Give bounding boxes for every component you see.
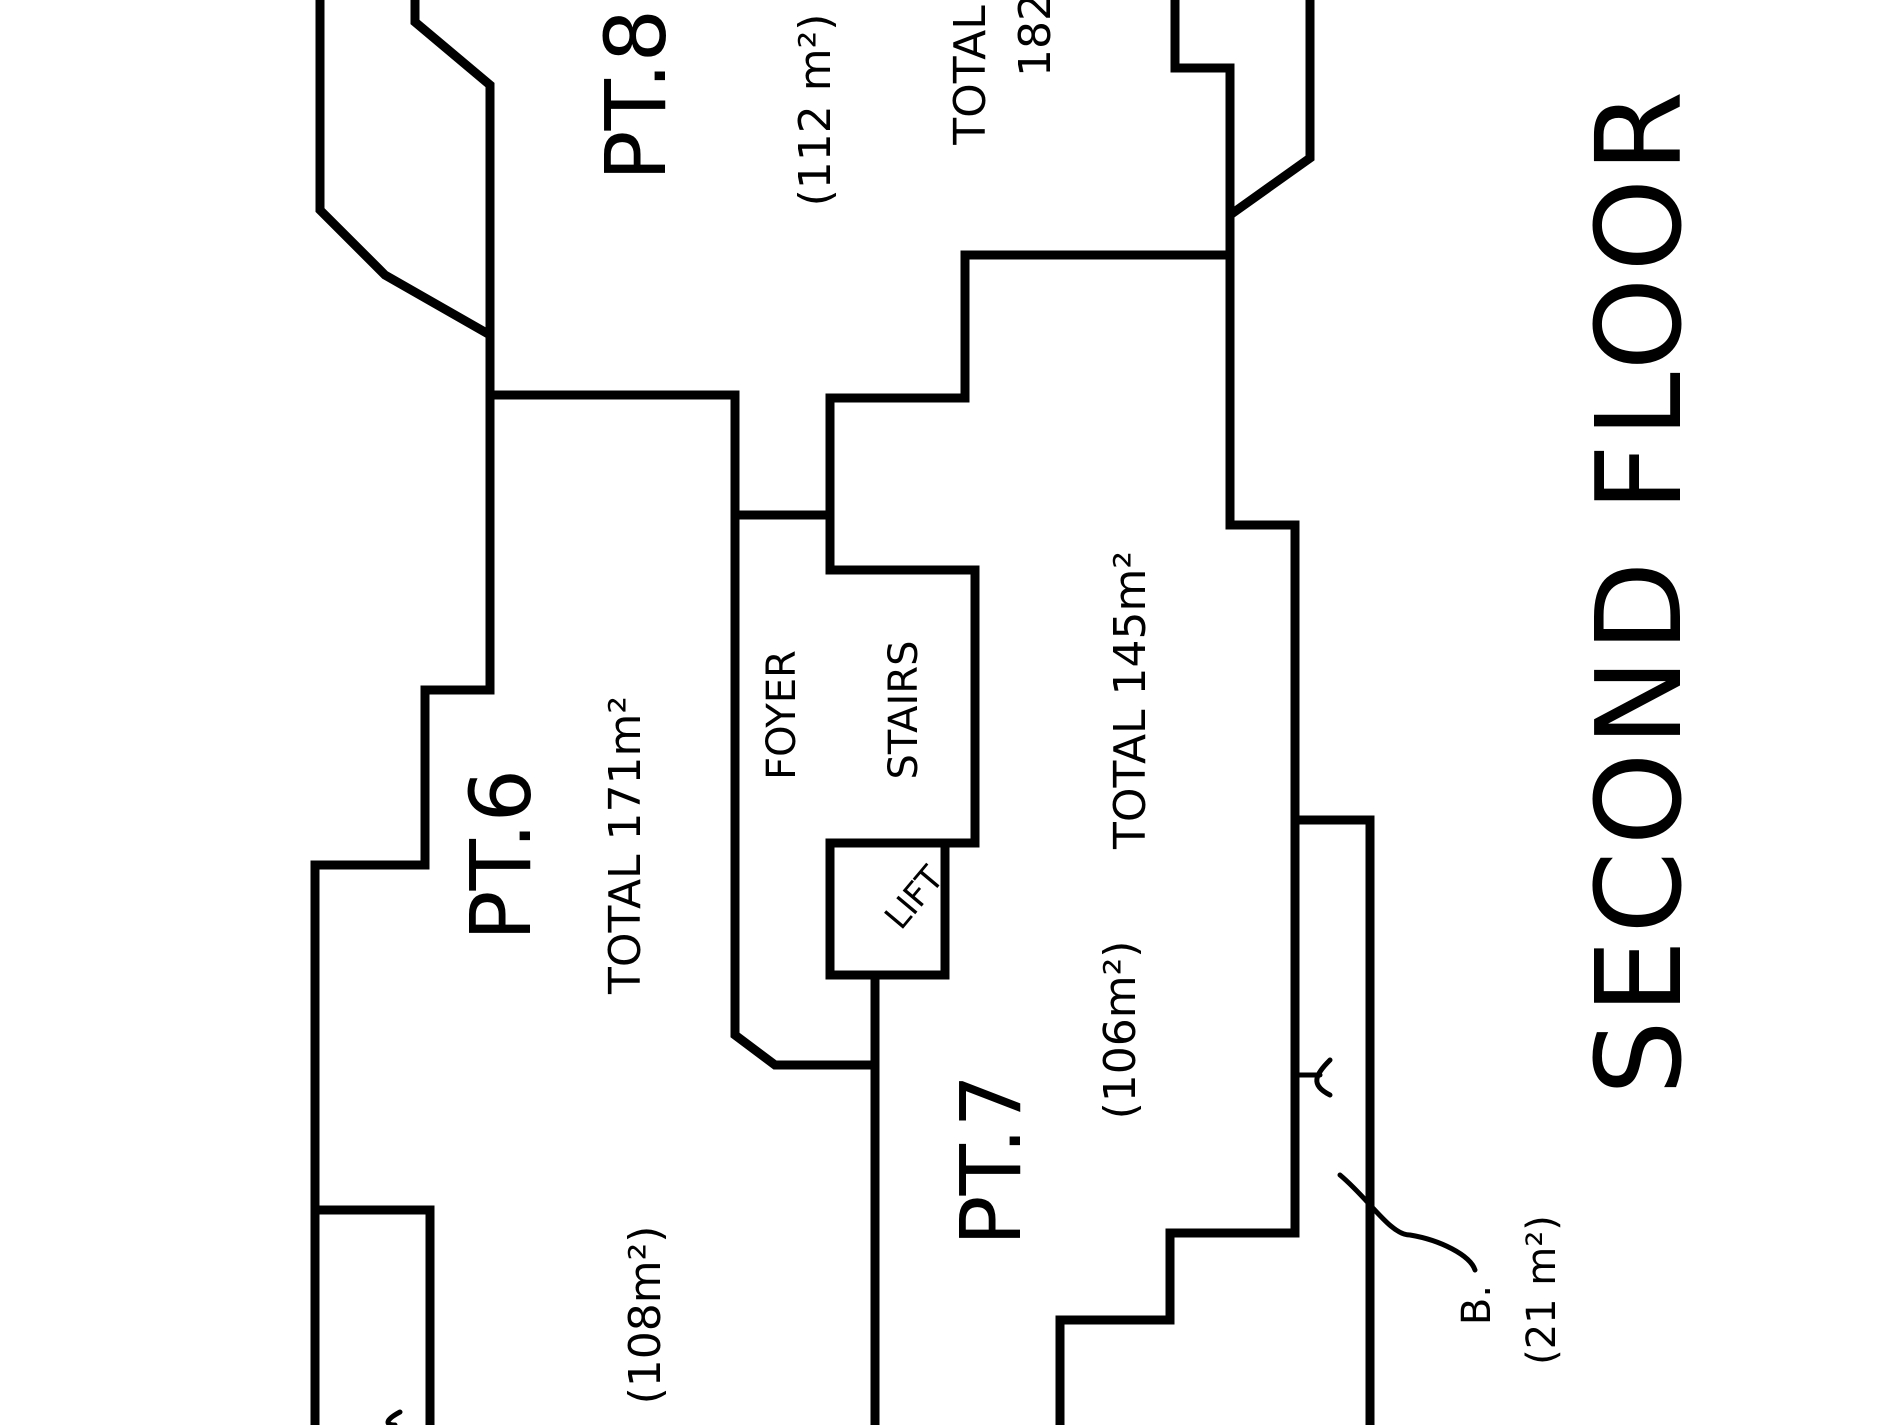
pt7-area: (106m²) — [1095, 941, 1146, 1120]
pt7-name: PT.7 — [942, 1074, 1040, 1246]
balcony-area: (21 m²) — [1519, 1215, 1565, 1365]
pt8-total-value: 182 — [1010, 0, 1061, 77]
pt6-area-group: (108m²) — [620, 1226, 671, 1405]
pt7-walls — [1055, 250, 1375, 1425]
core-walls — [825, 510, 980, 1070]
pt8-area-group: (112 m²) — [790, 14, 841, 207]
pt8-walls — [315, 0, 1315, 520]
stairs-label: STAIRS — [881, 640, 927, 779]
pt8-total-value-group: 182 — [1010, 0, 1061, 77]
pt6-name: PT.6 — [452, 769, 550, 941]
pt8-name: PT.8 — [587, 9, 685, 181]
door-marks — [385, 1057, 1478, 1425]
floor-title-group: SECOND FLOOR — [1570, 85, 1708, 1096]
pt7-area-group: (106m²) — [1095, 941, 1146, 1120]
pt6-walls — [310, 390, 880, 1425]
pt6-total-group: TOTAL 171m² — [600, 696, 651, 995]
pt6-name-group: PT.6 — [452, 769, 550, 941]
pt7-total: TOTAL 145m² — [1105, 551, 1156, 850]
balcony-name: B. — [1454, 1285, 1500, 1325]
pt8-total: TOTAL — [945, 5, 996, 146]
stairs-label-group: STAIRS — [881, 640, 927, 779]
balcony-name-group: B. — [1454, 1285, 1500, 1325]
pt6-area: (108m²) — [620, 1226, 671, 1405]
pt8-name-group: PT.8 — [587, 9, 685, 181]
pt8-total-group: TOTAL — [945, 5, 996, 146]
pt6-total: TOTAL 171m² — [600, 696, 651, 995]
foyer-label-group: FOYER — [759, 650, 805, 780]
balcony-area-group: (21 m²) — [1519, 1215, 1565, 1365]
foyer-label: FOYER — [759, 650, 805, 780]
pt7-name-group: PT.7 — [942, 1074, 1040, 1246]
floor-title: SECOND FLOOR — [1570, 85, 1708, 1096]
pt7-total-group: TOTAL 145m² — [1105, 551, 1156, 850]
pt8-area: (112 m²) — [790, 14, 841, 207]
